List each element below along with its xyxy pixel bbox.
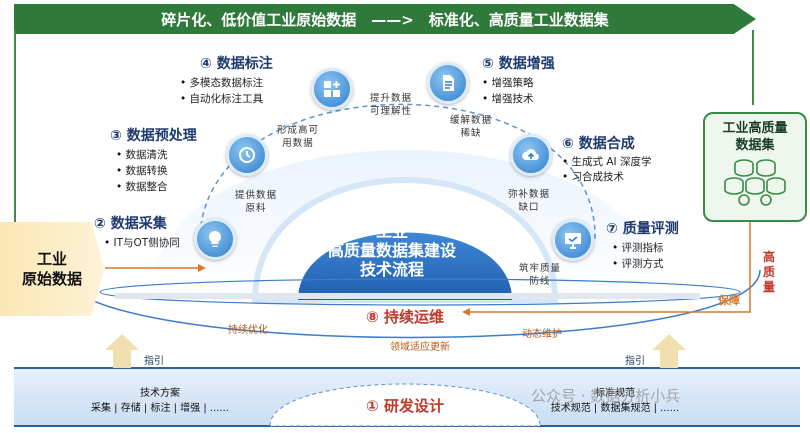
arc-text: 缺口	[518, 202, 540, 213]
arc-text: 可理解性	[369, 106, 412, 117]
cloud-upload-icon	[522, 149, 539, 160]
source-data-box: 工业原始数据	[0, 222, 104, 316]
augmentation-node	[427, 62, 469, 104]
source-line-2: 原始数据	[21, 270, 82, 288]
ops-title: ⑧ 持续运维	[366, 308, 444, 326]
arc-label-scarcity: 缓解数据稀缺	[440, 114, 502, 140]
target-line-2: 数据集	[735, 138, 775, 153]
arc-text: 防线	[529, 276, 551, 287]
guide-left-label: 指引	[144, 356, 164, 367]
right-frame-line	[752, 30, 754, 105]
center-line-2: 高质量数据集建设	[327, 241, 456, 260]
arc-label-usable: 形成高可用数据	[268, 124, 328, 150]
guarantee-label: 保障	[718, 294, 740, 307]
tech-plan-title: 技术方案	[140, 388, 180, 399]
stage-annotation-item: 多模态数据标注	[180, 75, 273, 91]
stage-synthesis-item: 习合成技术	[562, 170, 652, 185]
stage-evaluation: ⑦ 质量评测 评测指标 评测方式	[606, 218, 679, 272]
left-frame-line	[14, 30, 16, 225]
hq-char-2: 质	[762, 265, 775, 279]
stage-annotation-title: ④ 数据标注	[200, 56, 273, 72]
stage-preprocess-title: ③ 数据预处理	[110, 128, 197, 144]
collection-node	[194, 218, 236, 260]
stage-synthesis-item: 生成式 AI 深度学	[562, 155, 652, 170]
database-stack-icon	[724, 159, 786, 206]
tech-plan-items: 采集 | 存储 | 标注 | 增强 | ......	[91, 403, 229, 414]
arc-text: 提升数据	[369, 93, 412, 104]
arc-text: 筑牢质量	[518, 263, 561, 274]
standards-title: 标准规范	[595, 388, 635, 399]
monitor-check-icon	[565, 233, 581, 249]
standards-items: 技术规范 | 数据集规范 | ......	[550, 403, 680, 414]
annotation-node	[311, 68, 353, 110]
high-quality-label: 高 质 量	[762, 250, 776, 295]
hq-char-3: 量	[762, 280, 775, 294]
arc-text: 稀缺	[460, 128, 482, 139]
arc-text: 形成高可	[276, 125, 319, 136]
standards-block: 标准规范 技术规范 | 数据集规范 | ......	[520, 386, 710, 416]
synthesis-node	[510, 134, 552, 176]
ops-left-label: 持续优化	[228, 325, 268, 336]
ops-right-label: 动态维护	[522, 329, 562, 340]
stage-synthesis: ⑥ 数据合成 生成式 AI 深度学 习合成技术	[562, 133, 652, 185]
arc-text: 原料	[245, 203, 267, 214]
grid-plus-icon	[324, 81, 340, 97]
stage-preprocess-item: 数据清洗	[116, 147, 197, 163]
arc-text: 用数据	[282, 138, 314, 149]
stage-preprocess-item: 数据转换	[116, 163, 197, 179]
stage-annotation-item: 自动化标注工具	[180, 91, 273, 107]
source-line-1: 工业	[36, 250, 67, 268]
center-line-3: 技术流程	[359, 260, 424, 279]
target-line-1: 工业高质量	[722, 121, 788, 136]
lightbulb-icon	[208, 230, 222, 247]
stage-synthesis-title: ⑥ 数据合成	[562, 136, 635, 152]
stage-annotation: ④ 数据标注 多模态数据标注 自动化标注工具	[180, 53, 273, 107]
arc-text: 弥补数据	[507, 189, 550, 200]
stage-evaluation-item: 评测方式	[612, 256, 679, 272]
ops-bottom-label: 领域适应更新	[390, 342, 450, 353]
guide-right-label: 指引	[625, 356, 645, 367]
arc-label-quality: 筑牢质量防线	[510, 262, 570, 288]
center-line-1: 工业	[375, 222, 408, 241]
stage-preprocess-item: 数据整合	[116, 179, 197, 195]
hq-char-1: 高	[762, 250, 775, 264]
stage-collection-item: IT与OT侧协同	[104, 235, 180, 251]
center-title: 工业 高质量数据集建设 技术流程	[298, 222, 486, 298]
stage-collection: ② 数据采集 IT与OT侧协同	[94, 213, 180, 251]
watermark: 公众号 · 数据分析小兵	[531, 387, 681, 405]
arc-text: 缓解数据	[449, 115, 492, 126]
stage-preprocess: ③ 数据预处理 数据清洗 数据转换 数据整合	[110, 125, 197, 195]
arc-label-provide: 提供数据原料	[228, 189, 284, 215]
arc-label-understand: 提升数据可理解性	[358, 92, 424, 118]
arc-text: 提供数据	[234, 190, 277, 201]
target-dataset-box: 工业高质量数据集	[703, 112, 807, 222]
stage-collection-title: ② 数据采集	[94, 216, 167, 232]
stage-evaluation-title: ⑦ 质量评测	[606, 221, 679, 237]
stage-augmentation-item: 增强技术	[482, 91, 555, 107]
evaluation-node	[552, 219, 594, 261]
banner-text: 碎片化、低价值工业原始数据 ——> 标准化、高质量工业数据集	[161, 10, 609, 29]
tech-plan-block: 技术方案 采集 | 存储 | 标注 | 增强 | ......	[70, 386, 250, 416]
top-banner: 碎片化、低价值工业原始数据 ——> 标准化、高质量工业数据集	[14, 4, 756, 34]
document-icon	[443, 75, 454, 91]
preprocess-node	[226, 134, 268, 176]
stage-augmentation: ⑤ 数据增强 增强策略 增强技术	[482, 53, 555, 107]
stage-augmentation-item: 增强策略	[482, 75, 555, 91]
stage-evaluation-item: 评测指标	[612, 240, 679, 256]
clock-icon	[239, 147, 255, 163]
stage-augmentation-title: ⑤ 数据增强	[482, 56, 555, 72]
rd-design-title: ① 研发设计	[366, 397, 444, 415]
arc-label-gap: 弥补数据缺口	[500, 188, 558, 214]
